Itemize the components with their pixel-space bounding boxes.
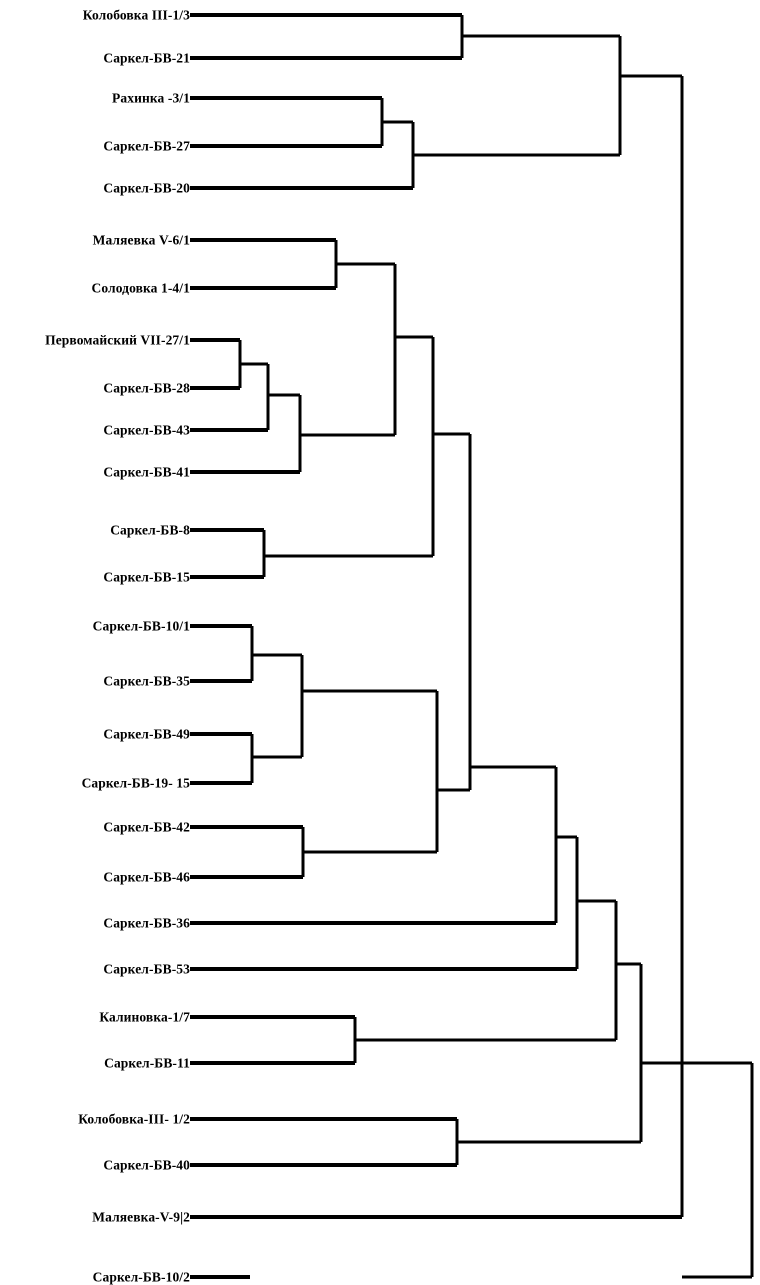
leaf-label: Саркел-БВ-28 — [103, 380, 190, 396]
leaf-label: Первомайский VII-27/1 — [45, 332, 190, 348]
leaf-label: Саркел-БВ-10/1 — [92, 618, 190, 634]
leaf-label: Саркел-БВ-20 — [103, 180, 190, 196]
leaf-label: Саркел-БВ-8 — [110, 522, 190, 538]
leaf-label: Рахинка -3/1 — [112, 90, 190, 106]
leaf-label: Саркел-БВ-49 — [103, 726, 190, 742]
merge-link-group — [190, 13, 754, 1279]
leaf-label: Колобовка-III- 1/2 — [78, 1111, 190, 1127]
leaf-label: Саркел-БВ-41 — [103, 464, 190, 480]
leaf-label: Солодовка 1-4/1 — [91, 280, 190, 296]
leaf-label: Саркел-БВ-35 — [103, 673, 190, 689]
leaf-label: Маляевка-V-9|2 — [92, 1209, 190, 1225]
leaf-label: Саркел-БВ-21 — [103, 50, 190, 66]
leaf-stub-group — [190, 13, 682, 1279]
leaf-label: Саркел-БВ-19- 15 — [81, 775, 190, 791]
leaf-label: Маляевка V-6/1 — [92, 232, 190, 248]
leaf-label: Калиновка-1/7 — [99, 1009, 190, 1025]
leaf-label: Саркел-БВ-11 — [104, 1055, 190, 1071]
leaf-label: Саркел-БВ-27 — [103, 138, 190, 154]
leaf-label: Саркел-БВ-15 — [103, 569, 190, 585]
leaf-label: Саркел-БВ-53 — [103, 961, 190, 977]
leaf-label: Саркел-БВ-36 — [103, 915, 190, 931]
leaf-label: Саркел-БВ-46 — [103, 869, 190, 885]
leaf-label: Саркел-БВ-42 — [103, 819, 190, 835]
leaf-label: Саркел-БВ-10/2 — [92, 1269, 190, 1285]
leaf-label: Колобовка III-1/3 — [82, 7, 190, 23]
leaf-label: Саркел-БВ-40 — [103, 1157, 190, 1173]
leaf-label: Саркел-БВ-43 — [103, 422, 190, 438]
